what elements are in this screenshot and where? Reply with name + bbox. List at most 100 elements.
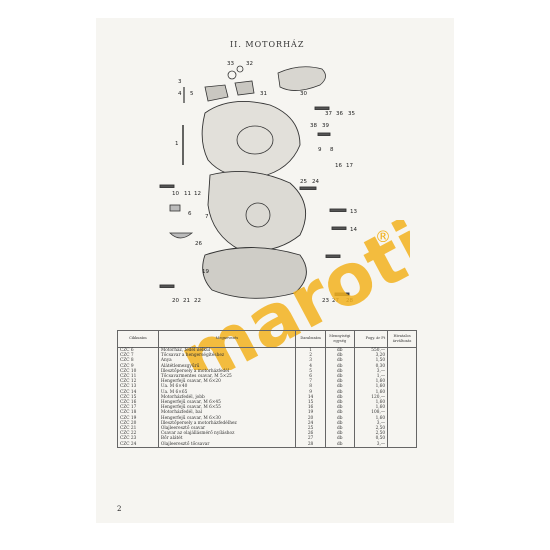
- page-title: II. MOTORHÁZ: [230, 40, 305, 49]
- cell-number: 28: [295, 441, 327, 448]
- crankshaft-hole-part: [245, 202, 271, 228]
- header-price-change: Hivatalos árváltozás: [387, 330, 417, 348]
- diagram-label: 32: [246, 61, 253, 67]
- cell-unit: db: [325, 358, 355, 364]
- diagram-label: 12: [194, 191, 201, 197]
- diagram-label: 36: [336, 111, 343, 117]
- cell-unit: db: [325, 436, 355, 442]
- diagram-label: 24: [312, 179, 319, 185]
- diagram-label: 28: [346, 298, 353, 304]
- exploded-parts-diagram: 33 32 3 4 5 1 31 30 37 36 35 38 39 25 24…: [159, 61, 357, 304]
- diagram-label: 21: [183, 298, 190, 304]
- cell-name: Hengerfejű csavar, M 6×20: [157, 379, 297, 385]
- crankcase-half-part: [201, 100, 301, 178]
- cell-name: Tőcsavarmentes csavar, M 5×25: [157, 374, 297, 380]
- cell-unit: db: [325, 441, 355, 448]
- cell-name: Motorház, fedél nélkül: [157, 347, 297, 354]
- diagram-label: 23: [322, 298, 329, 304]
- diagram-label: 26: [195, 241, 202, 247]
- top-cover-part: [277, 66, 326, 91]
- screw-part: [159, 284, 175, 288]
- cell-unit: db: [325, 379, 355, 385]
- table-header-row: Cikkszám Megnevezés Darabszám Mennyiségi…: [117, 330, 417, 348]
- cell-price-change: [387, 426, 417, 432]
- cell-price-change: [387, 358, 417, 364]
- cell-unit: db: [325, 353, 355, 359]
- diagram-label: 9: [318, 147, 322, 153]
- cell-unit: db: [325, 405, 355, 411]
- diagram-label: 27: [332, 298, 339, 304]
- cell-name: Ua. M 6×40: [157, 384, 297, 390]
- cell-price-change: [387, 384, 417, 390]
- screw-part: [317, 132, 331, 136]
- header-code: Cikkszám: [117, 330, 159, 348]
- bushing-part: [169, 204, 181, 212]
- diagram-label: 22: [194, 298, 201, 304]
- cell-unit: db: [325, 394, 355, 401]
- cell-name: Tőcsavar a hengerségítéshez: [157, 353, 297, 359]
- cell-price-change: [387, 400, 417, 406]
- left-cover-part: [202, 247, 307, 299]
- diagram-label: 14: [350, 227, 357, 233]
- cell-unit: db: [325, 400, 355, 406]
- cell-name: Csavar az olajállásmérő nyíláshoz: [157, 431, 297, 437]
- ring-part: [236, 65, 244, 73]
- diagram-label: 35: [348, 111, 355, 117]
- screw-part: [331, 226, 347, 230]
- cell-price-change: [387, 415, 417, 421]
- cell-name: Hengerfejű csavar, M 6×45: [157, 400, 297, 406]
- cell-name: Illesztőpersely a motorházfedélhez: [157, 420, 297, 427]
- header-number: Darabszám: [295, 330, 327, 348]
- cell-price: 3,—: [353, 441, 389, 448]
- cell-unit: db: [325, 420, 355, 427]
- cell-price-change: [387, 436, 417, 442]
- cell-name: Anya: [157, 358, 297, 364]
- diagram-label: 5: [190, 91, 194, 97]
- cell-name: Bőr alátét: [157, 436, 297, 442]
- cell-price-change: [387, 441, 417, 448]
- diagram-label: 7: [205, 214, 209, 220]
- cell-name: Illesztőpersely a motorházfedél: [157, 368, 297, 375]
- flange-part: [234, 80, 255, 96]
- cell-name: Motorházfedél, jobb: [157, 394, 297, 401]
- diagram-label: 20: [172, 298, 179, 304]
- watermark-registered-symbol: ®: [375, 227, 391, 246]
- cell-price-change: [387, 405, 417, 411]
- cell-name: Olajleeresztő tőcsavar: [157, 441, 297, 448]
- cell-name: Motorházfedél, bal: [157, 410, 297, 416]
- diagram-label: 19: [202, 269, 209, 275]
- cell-unit: db: [325, 368, 355, 375]
- diagram-label: 1: [175, 141, 179, 147]
- cell-price-change: [387, 410, 417, 416]
- diagram-label: 8: [330, 147, 334, 153]
- diagram-label: 33: [227, 61, 234, 67]
- cell-unit: db: [325, 363, 355, 369]
- screw-part: [314, 106, 330, 110]
- diagram-label: 31: [260, 91, 267, 97]
- cell-price-change: [387, 431, 417, 437]
- diagram-label: 10: [172, 191, 179, 197]
- cell-price-change: [387, 363, 417, 369]
- cell-price-change: [387, 368, 417, 375]
- diagram-label: 17: [346, 163, 353, 169]
- cell-price-change: [387, 420, 417, 427]
- cell-unit: db: [325, 374, 355, 380]
- cell-unit: db: [325, 384, 355, 390]
- diagram-label: 37: [325, 111, 332, 117]
- diagram-label: 3: [178, 79, 182, 85]
- screw-part: [159, 184, 175, 188]
- ring-part: [227, 70, 237, 80]
- cell-price-change: [387, 353, 417, 359]
